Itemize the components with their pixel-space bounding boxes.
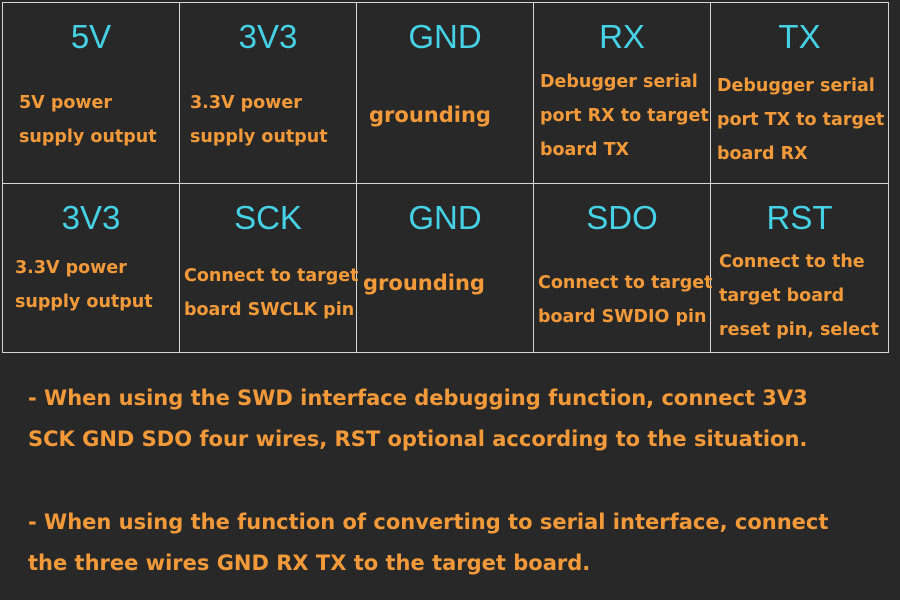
description-line: supply output [190, 127, 328, 147]
pin-name: 5V [70, 18, 112, 55]
note-line: - When using the function of converting … [28, 510, 829, 534]
pin-description: grounding [369, 98, 491, 132]
description-line: grounding [369, 103, 491, 127]
note-swd: - When using the SWD interface debugging… [28, 378, 888, 460]
description-line: Connect to target [184, 266, 359, 286]
note-line: - When using the SWD interface debugging… [28, 386, 808, 410]
description-line: board RX [717, 144, 808, 164]
pin-name: GND [408, 199, 482, 236]
pin-description: 5V power supply output [19, 86, 157, 154]
pin-description: Connect to target board SWDIO pin [538, 266, 713, 334]
description-line: port TX to target [717, 110, 885, 130]
pin-cell-3v3: 3V3 3.3V power supply output [2, 183, 180, 353]
pin-name: GND [408, 18, 482, 55]
description-line: target board [719, 286, 845, 306]
pin-row-top: 5V 5V power supply output 3V3 3.3V power… [2, 2, 889, 184]
pin-cell-3v3: 3V3 3.3V power supply output [179, 2, 357, 184]
description-line: board TX [540, 140, 630, 160]
pin-description: Connect to the target board reset pin, s… [719, 245, 879, 347]
description-line: Debugger serial [540, 72, 698, 92]
pin-name: RST [766, 199, 833, 236]
pin-name: RX [599, 18, 645, 55]
pin-description: Connect to target board SWCLK pin [184, 259, 359, 327]
description-line: Connect to target [538, 273, 713, 293]
pin-name: 3V3 [238, 18, 298, 55]
description-line: supply output [19, 127, 157, 147]
description-line: Connect to the [719, 252, 865, 272]
description-line: board SWCLK pin [184, 300, 355, 320]
description-line: 5V power [19, 93, 113, 113]
description-line: 3.3V power [190, 93, 302, 113]
pin-cell-sck: SCK Connect to target board SWCLK pin [179, 183, 359, 353]
description-line: Debugger serial [717, 76, 875, 96]
pin-table: 5V 5V power supply output 3V3 3.3V power… [2, 2, 889, 353]
note-line: SCK GND SDO four wires, RST optional acc… [28, 427, 808, 451]
pin-description: Debugger serial port TX to target board … [717, 69, 884, 171]
description-line: grounding [363, 271, 485, 295]
description-line: board SWDIO pin [538, 307, 707, 327]
pin-cell-gnd: GND grounding [356, 2, 534, 184]
pin-row-bottom: 3V3 3.3V power supply output SCK Connect… [2, 183, 889, 353]
pin-description: 3.3V power supply output [15, 251, 153, 319]
pin-cell-gnd: GND grounding [356, 183, 534, 353]
pin-cell-rx: RX Debugger serial port RX to target boa… [533, 2, 711, 184]
description-line: port RX to target [540, 106, 709, 126]
note-line: the three wires GND RX TX to the target … [28, 551, 591, 575]
pin-cell-5v: 5V 5V power supply output [2, 2, 180, 184]
pin-description: Debugger serial port RX to target board … [540, 65, 709, 167]
pin-name: SCK [234, 199, 302, 236]
pin-description: grounding [363, 266, 485, 300]
pin-description: 3.3V power supply output [190, 86, 328, 154]
pin-name: 3V3 [61, 199, 121, 236]
pin-cell-sdo: SDO Connect to target board SWDIO pin [533, 183, 713, 353]
pin-cell-tx: TX Debugger serial port TX to target boa… [710, 2, 889, 184]
pin-cell-rst: RST Connect to the target board reset pi… [710, 183, 889, 353]
description-line: reset pin, select [719, 320, 879, 340]
usage-notes: - When using the SWD interface debugging… [28, 378, 888, 584]
pin-name: TX [778, 18, 821, 55]
description-line: 3.3V power [15, 258, 127, 278]
note-serial: - When using the function of converting … [28, 502, 888, 584]
pin-name: SDO [586, 199, 658, 236]
description-line: supply output [15, 292, 153, 312]
